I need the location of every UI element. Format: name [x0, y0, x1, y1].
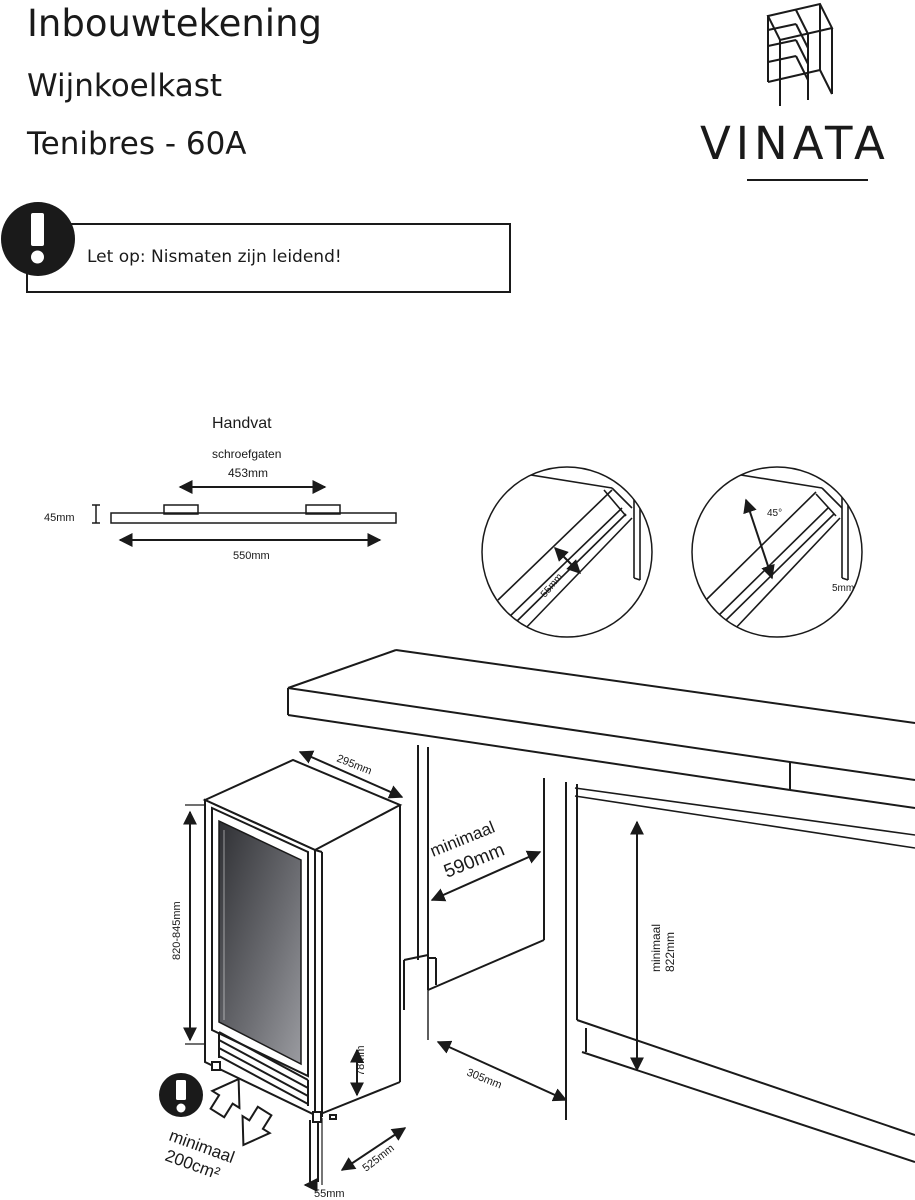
handle-height-label: 45mm — [44, 512, 75, 524]
handle-drawing: Handvat schroefgaten 453mm 45mm 550mm — [44, 415, 397, 562]
ventilation-warning-icon — [159, 1073, 203, 1117]
foot-label: 55mm — [314, 1188, 345, 1200]
cooler-dimensions — [183, 750, 407, 1192]
detail-gap-circle: 55mm — [481, 466, 653, 638]
notice-text: Let op: Nismaten zijn leidend! — [87, 247, 342, 267]
handle-title: Handvat — [212, 415, 272, 432]
detail2-gap-label: 5mm — [832, 583, 854, 594]
bottom-depth-label: 525mm — [360, 1142, 396, 1174]
niche-dimensions — [430, 820, 644, 1102]
niche-height-label: minimaal — [649, 924, 663, 972]
screw-holes-label: schroefgaten — [212, 447, 281, 461]
product-type: Wijnkoelkast — [27, 68, 223, 104]
kitchen-niche — [287, 649, 915, 1163]
detail-angle-circle: 45° 5mm — [691, 466, 863, 638]
airflow-arrows-icon — [209, 1077, 273, 1147]
top-depth-label: 295mm — [335, 753, 374, 778]
niche-offset-label: 305mm — [465, 1067, 504, 1092]
product-model: Tenibres - 60A — [27, 126, 247, 162]
wine-rack-logo-icon — [747, 2, 868, 181]
screw-holes-distance: 453mm — [228, 466, 268, 480]
wine-cooler — [202, 758, 403, 1182]
brand-name: VINATA — [700, 117, 890, 170]
page-title: Inbouwtekening — [27, 2, 323, 45]
handle-length-label: 550mm — [233, 550, 270, 562]
detail2-angle-label: 45° — [767, 508, 782, 519]
plinth-height-label: 78mm — [355, 1045, 367, 1076]
exclamation-icon — [1, 202, 75, 276]
niche-height-value: 822mm — [663, 932, 677, 972]
height-range-label: 820-845mm — [171, 901, 183, 960]
